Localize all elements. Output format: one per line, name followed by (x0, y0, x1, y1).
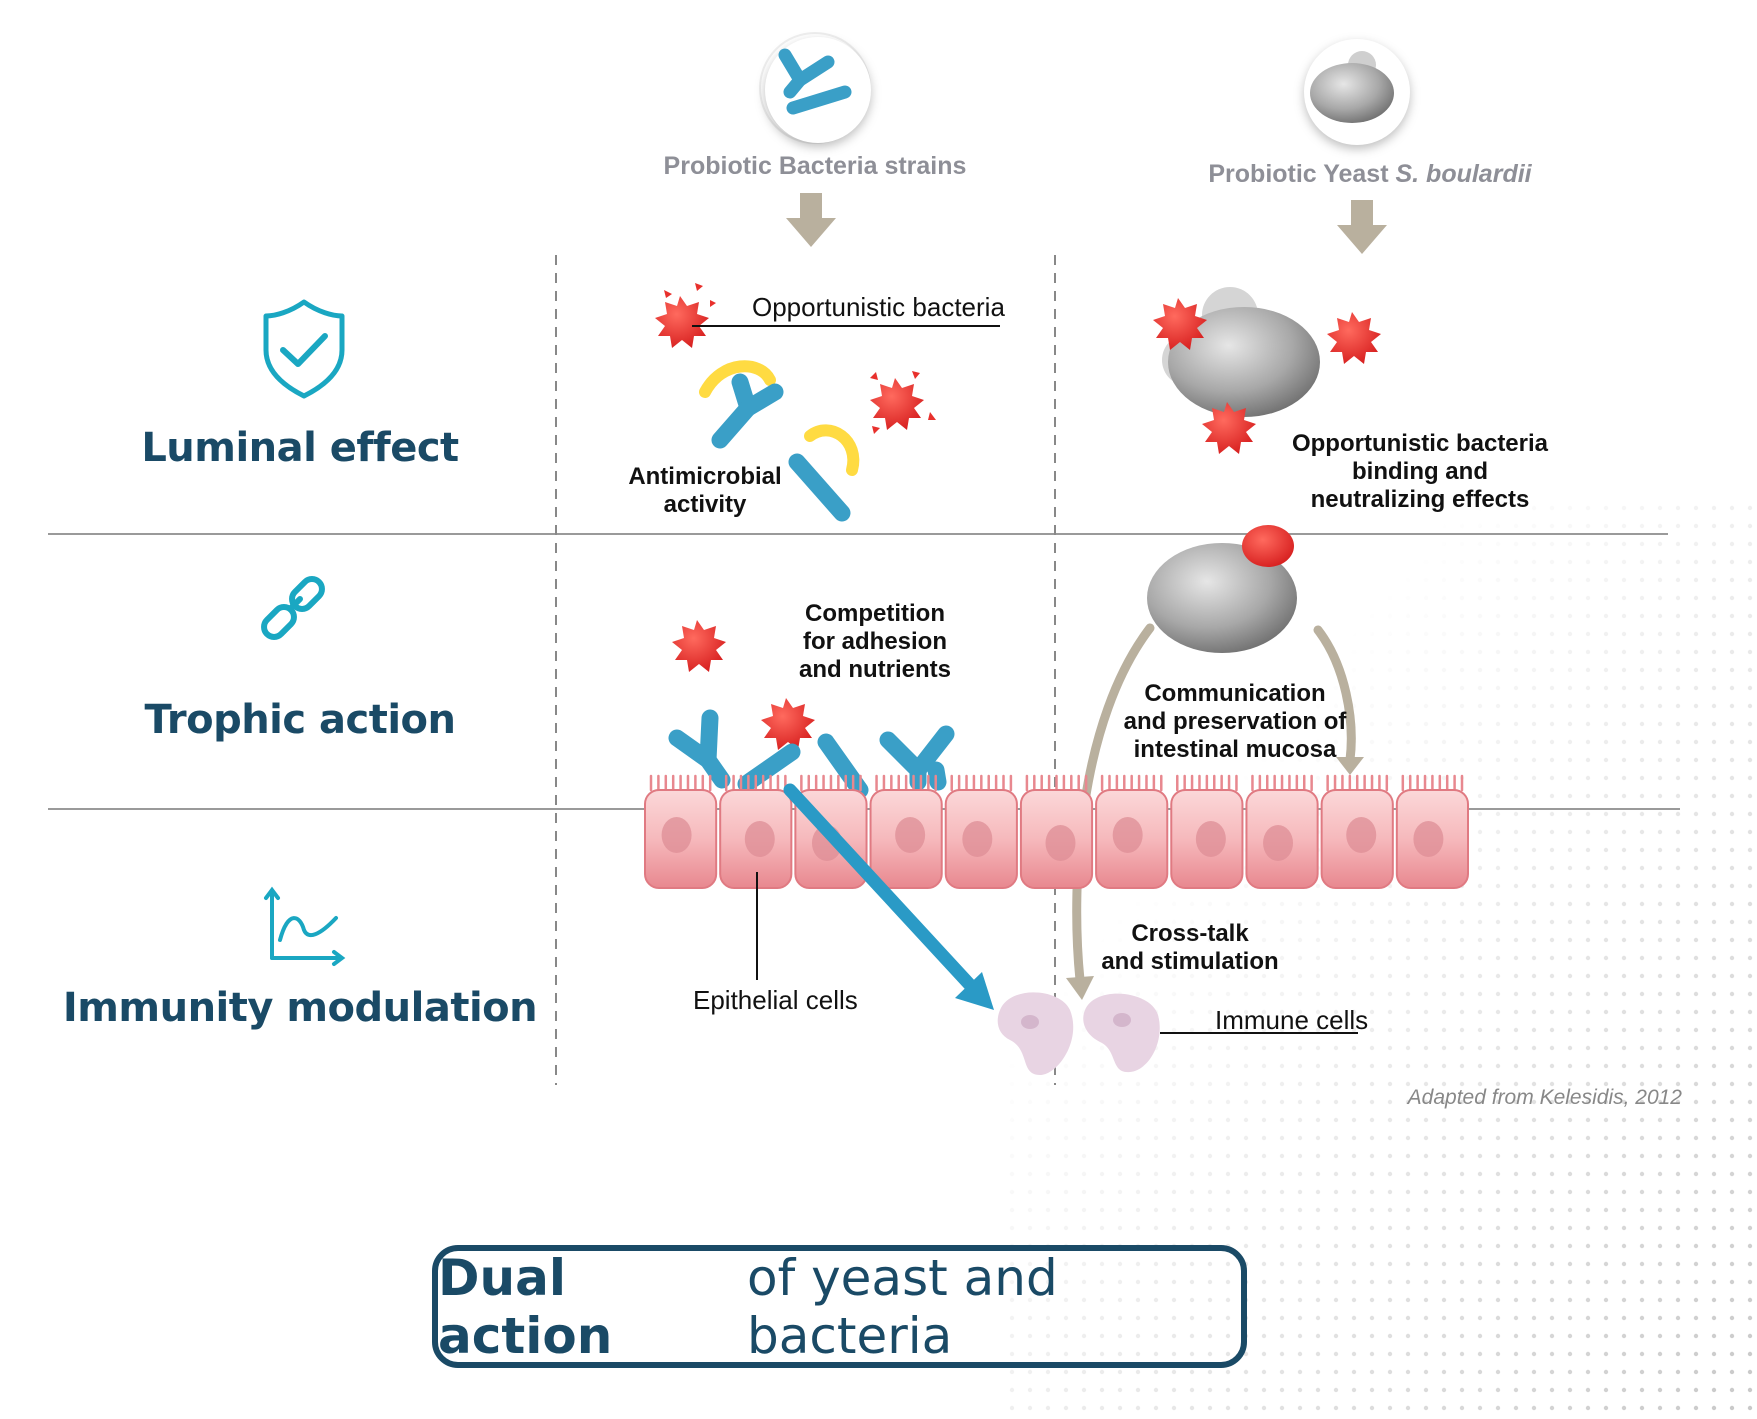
binding-line-2: binding and (1352, 458, 1488, 485)
source-credit: Adapted from Kelesidis, 2012 (1407, 1086, 1682, 1109)
chain-link-icon (261, 576, 325, 640)
cell-nucleus (962, 821, 993, 857)
dotted-background (1000, 500, 1757, 1419)
communication-label: Communication and preservation of intest… (1110, 680, 1360, 764)
cell-nucleus (661, 817, 692, 853)
title-box: Dual action of yeast and bacteria (432, 1245, 1247, 1368)
microvilli (649, 774, 1464, 792)
opportunistic-bacterium-4 (761, 698, 815, 750)
opportunistic-bacterium-bound-2 (1327, 312, 1381, 364)
cell-nucleus (1263, 825, 1294, 861)
shield-check-icon (263, 299, 345, 399)
trend-chart-icon (264, 886, 346, 966)
binding-effects-label: Opportunistic bacteria binding and neutr… (1270, 430, 1570, 514)
bacteria-column-header: Probiotic Bacteria strains (640, 152, 990, 181)
communication-arrow-right (1313, 625, 1356, 765)
competition-line-1: Competition (805, 600, 945, 627)
communication-line-2: and preservation of (1123, 708, 1347, 735)
opportunistic-bacterium-1 (655, 283, 716, 348)
antimicrobial-line-1: Antimicrobial (628, 463, 782, 490)
cell-nucleus (895, 817, 926, 853)
epithelial-cells-label: Epithelial cells (693, 985, 858, 1015)
opportunistic-bacterium-bound-3 (1202, 402, 1256, 454)
immune-cell-1 (997, 992, 1074, 1075)
immune-cells-label: Immune cells (1215, 1005, 1369, 1035)
crosstalk-label: Cross-talk and stimulation (1095, 920, 1285, 976)
bacterium-rod-luminal (788, 453, 851, 522)
yeast-cell-trophic (1147, 525, 1297, 653)
antimicrobial-activity-label: Antimicrobial activity (620, 463, 790, 519)
yeast-down-arrow (1337, 200, 1387, 254)
opportunistic-bacterium-bound-1 (1153, 298, 1207, 350)
opportunistic-bacteria-label: Opportunistic bacteria (752, 292, 1005, 322)
antimicrobial-line-2: activity (663, 491, 747, 518)
cell-nucleus (744, 821, 775, 857)
row-label-luminal: Luminal effect (141, 425, 459, 471)
yeast-icon (1304, 39, 1410, 145)
antimicrobial-halo-1 (699, 360, 776, 398)
epithelial-cells (644, 789, 1470, 889)
row-label-trophic: Trophic action (144, 697, 456, 743)
opportunistic-bacterium-2 (870, 371, 936, 434)
communication-line-3: intestinal mucosa (1133, 736, 1337, 763)
cell-nucleus (1346, 817, 1377, 853)
yeast-species-name: S. boulardii (1395, 160, 1532, 188)
communication-line-1: Communication (1144, 680, 1326, 707)
bacteria-column-label: Probiotic Bacteria strains (663, 152, 967, 180)
binding-line-3: neutralizing effects (1310, 486, 1530, 513)
competition-line-3: and nutrients (798, 656, 951, 683)
cell-nucleus (1112, 817, 1143, 853)
bacterium-y-shape-luminal (711, 373, 784, 449)
bacteria-strain-icon (759, 32, 871, 144)
row-label-immunity: Immunity modulation (62, 985, 538, 1031)
opportunistic-bacterium-3 (672, 620, 726, 672)
immune-cell-2 (1083, 993, 1160, 1073)
binding-line-1: Opportunistic bacteria (1291, 430, 1549, 457)
cell-nucleus (1195, 821, 1226, 857)
cell-nucleus (1413, 821, 1444, 857)
yeast-cell-luminal (1162, 287, 1320, 417)
crosstalk-line-1: Cross-talk (1131, 920, 1249, 947)
antimicrobial-halo-2 (804, 424, 860, 476)
title-rest: of yeast and bacteria (746, 1248, 1058, 1365)
bacteria-down-arrow (786, 193, 836, 247)
yeast-column-prefix: Probiotic Yeast (1208, 160, 1396, 188)
crosstalk-line-2: and stimulation (1101, 948, 1279, 975)
bacteria-immune-arrow (783, 783, 977, 992)
title-strong: Dual action (438, 1248, 613, 1365)
yeast-column-header: Probiotic Yeast S. boulardii (1170, 160, 1570, 189)
competition-line-2: for adhesion (802, 628, 947, 655)
competition-label: Competition for adhesion and nutrients (780, 600, 970, 684)
epithelium-layer (644, 774, 1470, 889)
cell-nucleus (1045, 825, 1076, 861)
